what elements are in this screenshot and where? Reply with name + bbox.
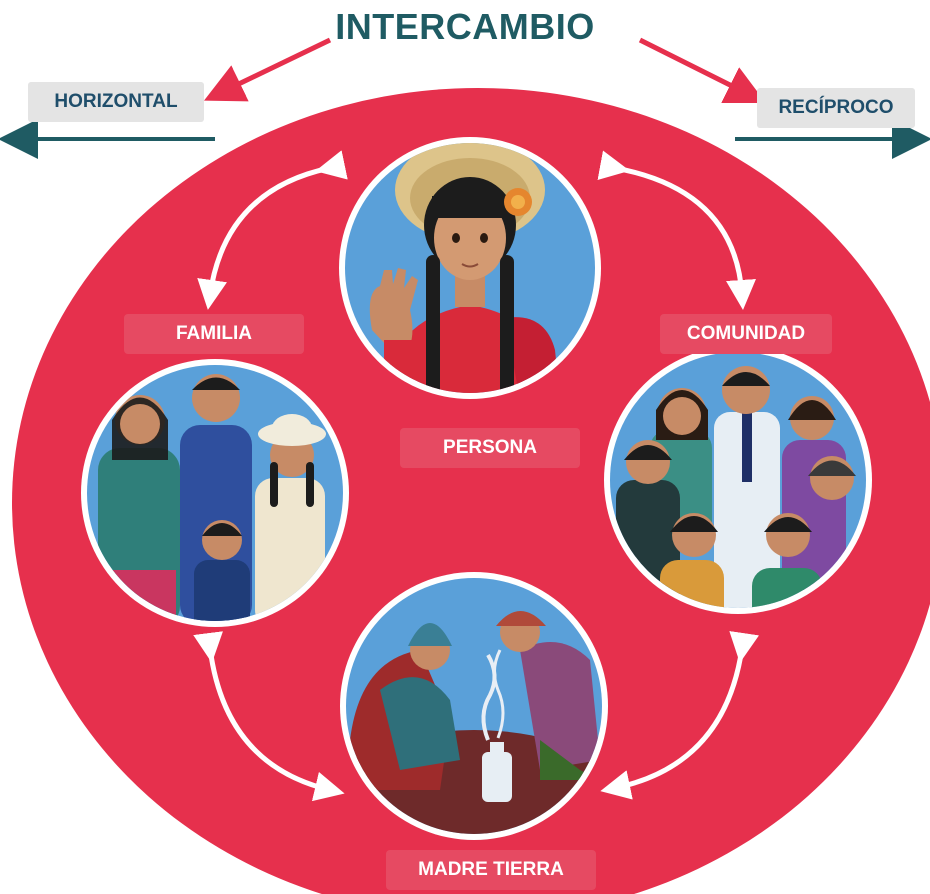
community-illustration xyxy=(604,346,872,614)
family-illustration xyxy=(81,359,349,627)
offering-ritual-illustration xyxy=(340,572,608,840)
reciproco-label: RECÍPROCO xyxy=(757,88,915,128)
comunidad-label: COMUNIDAD xyxy=(660,314,832,354)
cycle-arrow-bottom-right xyxy=(600,630,760,800)
cycle-arrow-bottom-left xyxy=(193,631,345,802)
cycle-arrow-top-left xyxy=(197,150,348,310)
madre-tierra-label: MADRE TIERRA xyxy=(386,850,596,890)
cycle-arrow-top-right xyxy=(597,150,756,310)
pointer-arrow-left xyxy=(203,37,332,102)
woman-portrait-illustration xyxy=(339,137,601,399)
diagram-title: INTERCAMBIO xyxy=(335,6,595,47)
pointer-arrow-right xyxy=(638,37,766,103)
familia-label: FAMILIA xyxy=(124,314,304,354)
persona-label: PERSONA xyxy=(400,428,580,468)
horizontal-label: HORIZONTAL xyxy=(28,82,204,122)
